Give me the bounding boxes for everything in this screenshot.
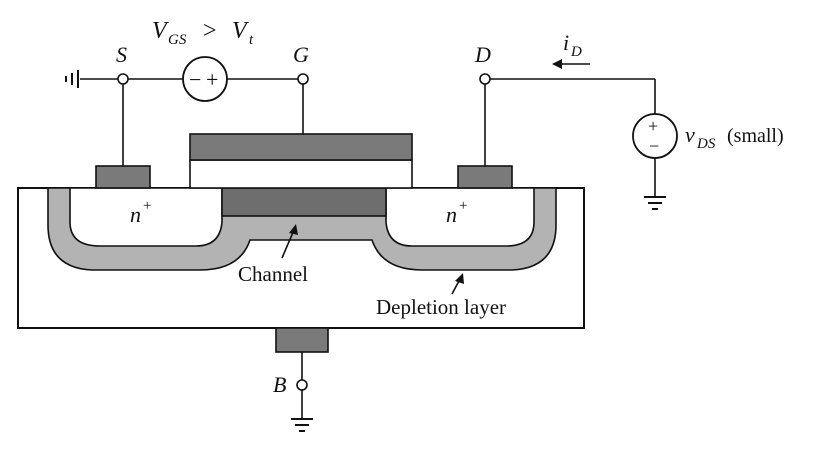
drain-label: D — [474, 42, 491, 67]
vds-subscript: DS — [696, 136, 716, 152]
gate-label: G — [293, 42, 309, 67]
n-plus-right-region — [385, 187, 535, 247]
vds-symbol: v — [685, 122, 695, 147]
drain-contact — [457, 165, 513, 189]
vgs-minus-sign: − — [189, 67, 201, 92]
vgs-plus-sign: + — [206, 67, 218, 92]
drain-terminal[interactable] — [479, 73, 491, 85]
source-terminal[interactable] — [117, 73, 129, 85]
vt-symbol: V — [232, 18, 249, 44]
source-label: S — [116, 42, 127, 67]
source-ground-icon — [65, 70, 79, 88]
depletion-layer-label: Depletion layer — [376, 295, 506, 319]
current-subscript: D — [570, 44, 582, 60]
drain-ground-icon — [644, 196, 666, 210]
channel-label: Channel — [238, 262, 308, 286]
n-plus-left-label: n — [130, 202, 141, 227]
depletion-pointer-icon — [451, 273, 464, 295]
source-contact — [95, 165, 151, 189]
n-plus-left-region — [69, 187, 223, 247]
vt-subscript: t — [249, 32, 254, 48]
vds-minus-sign: − — [649, 136, 659, 156]
vgs-symbol: V — [152, 18, 169, 44]
gate-oxide — [189, 159, 413, 189]
channel-pointer-icon — [281, 224, 298, 259]
vds-note: (small) — [727, 125, 784, 147]
current-arrow-icon — [552, 59, 590, 69]
body-ground-icon — [291, 418, 313, 432]
body-contact — [275, 327, 329, 353]
n-plus-left-superscript: + — [143, 198, 151, 214]
n-plus-right-superscript: + — [459, 198, 467, 214]
body-label: B — [273, 372, 286, 397]
body-terminal[interactable] — [296, 379, 308, 391]
vgs-operator: > — [203, 18, 217, 44]
n-plus-right-label: n — [446, 202, 457, 227]
gate-metal — [189, 133, 413, 161]
current-symbol: i — [563, 30, 569, 55]
vgs-subscript: GS — [168, 32, 187, 48]
channel-region — [221, 187, 387, 217]
vds-plus-sign: + — [648, 116, 658, 136]
gate-terminal[interactable] — [297, 73, 309, 85]
